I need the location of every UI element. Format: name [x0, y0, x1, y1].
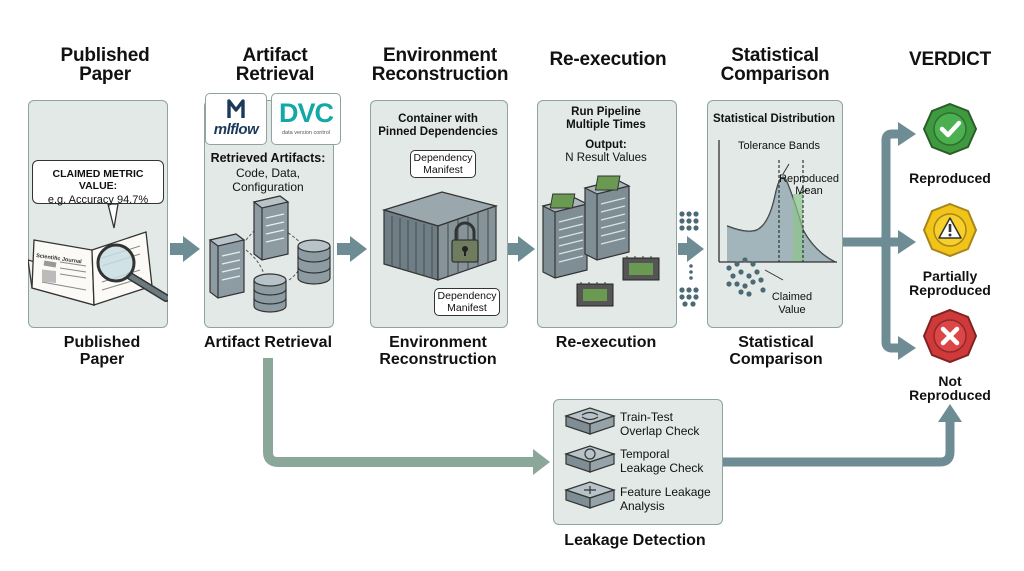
claimed-value-label: Claimed Value — [771, 291, 813, 316]
mlflow-text: mlflow — [213, 121, 259, 138]
artifact-servers-illustration — [208, 195, 331, 313]
mlflow-logo: mlflow — [205, 93, 267, 145]
server-rack-icon — [208, 195, 290, 299]
check-icon — [922, 102, 978, 156]
run-pipeline-title: Run Pipeline Multiple Times — [566, 106, 646, 131]
padlock-icon — [451, 221, 479, 263]
stats-title: Statistical Distribution — [712, 113, 836, 125]
output-title: Output: — [585, 139, 627, 151]
verdict-icons — [922, 102, 978, 364]
paper-illustration: Scientific Journal — [28, 203, 168, 306]
retrieved-artifacts-items: Code, Data, Configuration — [232, 166, 304, 194]
header-verdict: VERDICT — [909, 49, 991, 70]
header-artifact-retrieval: Artifact Retrieval — [235, 45, 315, 85]
dvc-subtitle: data version control — [282, 130, 330, 136]
clock-icon — [584, 448, 596, 460]
dvc-logo: DVC data version control — [271, 93, 341, 145]
dvc-text: DVC — [278, 98, 334, 128]
mlflow-mark-icon — [227, 99, 245, 118]
chip-icon — [549, 175, 660, 307]
tolerance-bands-label: Tolerance Bands — [738, 140, 820, 152]
claimed-metric-example: e.g. Accuracy 94.7% — [47, 194, 149, 206]
leakage-check-1: Train-Test Overlap Check — [620, 410, 700, 438]
arrow-artifact-to-leakage — [263, 358, 536, 467]
arrow-reexec-to-stats — [678, 236, 704, 262]
footer-statistical-comparison: Statistical Comparison — [729, 334, 823, 368]
arrow-environment-to-reexec — [505, 236, 535, 262]
magnifier-icon — [96, 243, 168, 302]
retrieved-artifacts-title: Retrieved Artifacts: — [210, 151, 326, 165]
footer-published-paper: Published Paper — [63, 334, 141, 368]
leakage-check-2: Temporal Leakage Check — [620, 447, 704, 475]
verdict-reproduced: Reproduced — [909, 170, 991, 186]
claimed-metric-callout: CLAIMED METRIC VALUE: e.g. Accuracy 94.7… — [32, 160, 164, 206]
container-title: Container with Pinned Dependencies — [378, 113, 498, 138]
footer-environment-reconstruction: Environment Reconstruction — [379, 334, 497, 368]
footer-re-execution: Re-execution — [555, 334, 657, 351]
arrow-paper-to-artifact — [170, 236, 200, 262]
servers-chips-illustration — [541, 175, 660, 307]
container-illustration — [381, 191, 499, 281]
warning-icon — [922, 202, 978, 258]
tolerance-band — [793, 194, 803, 262]
arrow-artifact-to-environment — [337, 236, 367, 262]
verdict-partially-reproduced: Partially Reproduced — [909, 268, 991, 298]
leakage-detection-label: Leakage Detection — [564, 532, 706, 549]
x-icon — [922, 308, 978, 364]
arrow-leakage-to-verdict — [722, 420, 955, 467]
result-dots-icon — [679, 211, 699, 307]
arrow-stats-to-verdicts — [842, 129, 900, 353]
footer-artifact-retrieval: Artifact Retrieval — [203, 334, 333, 351]
leakage-check-3: Feature Leakage Analysis — [620, 485, 711, 513]
overlap-icon — [581, 411, 599, 421]
dependency-manifest-top: Dependency Manifest — [410, 150, 476, 178]
header-published-paper: Published Paper — [60, 45, 150, 85]
header-statistical-comparison: Statistical Comparison — [720, 45, 830, 85]
header-re-execution: Re-execution — [549, 49, 667, 70]
reproduced-mean-label: Reproduced Mean — [779, 173, 839, 197]
database-icon — [253, 239, 331, 313]
claimed-metric-title: CLAIMED METRIC VALUE: — [52, 168, 144, 192]
header-environment-reconstruction: Environment Reconstruction — [371, 45, 509, 85]
output-description: N Result Values — [565, 152, 647, 164]
leakage-layers-illustration — [564, 407, 616, 509]
distribution-chart — [718, 140, 837, 297]
verdict-not-reproduced: Not Reproduced — [909, 373, 991, 403]
dependency-manifest-bottom: Dependency Manifest — [434, 288, 500, 316]
leak-icon — [584, 486, 596, 494]
